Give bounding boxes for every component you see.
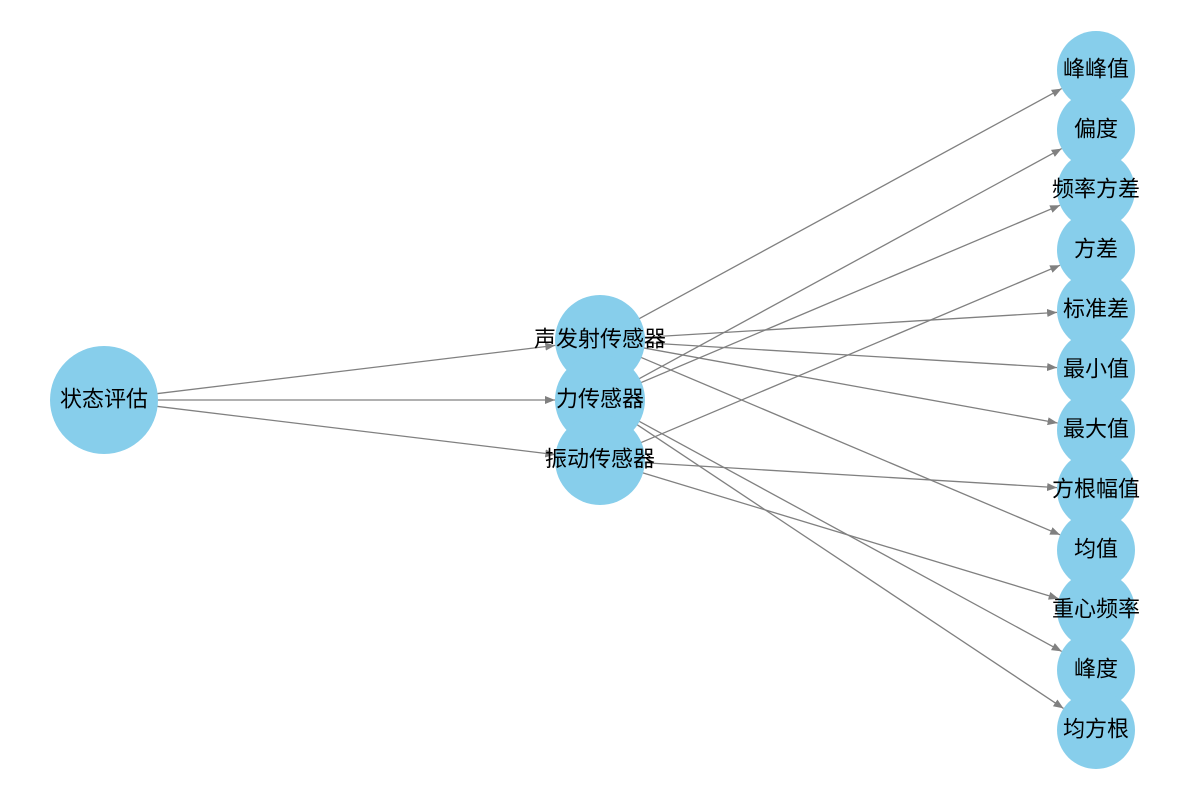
node-f_ptp: 峰峰值 bbox=[1057, 31, 1135, 109]
node-f_freqvar: 频率方差 bbox=[1052, 151, 1140, 229]
node-label: 力传感器 bbox=[556, 388, 644, 413]
node-f_var: 方差 bbox=[1057, 211, 1135, 289]
node-circle bbox=[1057, 631, 1135, 709]
node-circle bbox=[50, 346, 158, 454]
node-f_std: 标准差 bbox=[1057, 271, 1135, 349]
node-f_max: 最大值 bbox=[1057, 391, 1135, 469]
node-circle bbox=[1057, 331, 1135, 409]
node-f_rms: 均方根 bbox=[1057, 691, 1135, 769]
node-circle bbox=[1057, 511, 1135, 589]
node-label: 标准差 bbox=[1063, 298, 1129, 323]
node-label: 均方根 bbox=[1063, 718, 1129, 743]
edge-force-to-f_skew bbox=[637, 148, 1063, 380]
edge-vibration-to-f_centroid bbox=[641, 471, 1059, 600]
node-label: 重心频率 bbox=[1052, 598, 1140, 623]
node-circle bbox=[1057, 571, 1135, 649]
node-label: 频率方差 bbox=[1052, 178, 1140, 203]
edge-force-to-f_freqvar bbox=[639, 204, 1061, 384]
node-circle bbox=[1057, 451, 1135, 529]
node-circle bbox=[1057, 31, 1135, 109]
edge-root-to-vibration bbox=[155, 405, 556, 458]
node-f_mean: 均值 bbox=[1057, 511, 1135, 589]
node-f_sra: 方根幅值 bbox=[1052, 451, 1140, 529]
node-circle bbox=[1057, 691, 1135, 769]
node-label: 最大值 bbox=[1063, 418, 1129, 443]
node-label: 状态评估 bbox=[60, 388, 148, 413]
node-label: 方根幅值 bbox=[1052, 478, 1140, 503]
edge-acoustic-to-f_mean bbox=[639, 356, 1061, 536]
edge-vibration-to-f_var bbox=[639, 264, 1061, 444]
node-label: 峰峰值 bbox=[1063, 58, 1129, 83]
node-label: 最小值 bbox=[1063, 358, 1129, 383]
node-circle bbox=[555, 415, 645, 505]
node-label: 方差 bbox=[1074, 238, 1118, 263]
node-label: 峰度 bbox=[1074, 658, 1118, 683]
node-label: 声发射传感器 bbox=[534, 328, 666, 353]
edge-acoustic-to-f_std bbox=[642, 309, 1058, 339]
edge-vibration-to-f_sra bbox=[642, 461, 1058, 491]
node-root: 状态评估 bbox=[50, 346, 158, 454]
node-vibration: 振动传感器 bbox=[545, 415, 655, 505]
node-circle bbox=[1057, 211, 1135, 289]
node-f_min: 最小值 bbox=[1057, 331, 1135, 409]
node-f_kurt: 峰度 bbox=[1057, 631, 1135, 709]
node-label: 振动传感器 bbox=[545, 448, 655, 473]
edge-force-to-f_rms bbox=[635, 423, 1064, 709]
node-circle bbox=[1057, 91, 1135, 169]
edge-acoustic-to-f_min bbox=[642, 341, 1058, 371]
node-circle bbox=[1057, 151, 1135, 229]
edge-acoustic-to-f_max bbox=[642, 347, 1058, 426]
node-label: 均值 bbox=[1074, 538, 1118, 563]
node-f_skew: 偏度 bbox=[1057, 91, 1135, 169]
node-f_centroid: 重心频率 bbox=[1052, 571, 1140, 649]
edges-layer bbox=[155, 88, 1064, 709]
node-circle bbox=[1057, 391, 1135, 469]
node-circle bbox=[1057, 271, 1135, 349]
edge-root-to-acoustic bbox=[155, 342, 556, 395]
node-label: 偏度 bbox=[1074, 118, 1118, 143]
edge-acoustic-to-f_ptp bbox=[637, 88, 1063, 320]
